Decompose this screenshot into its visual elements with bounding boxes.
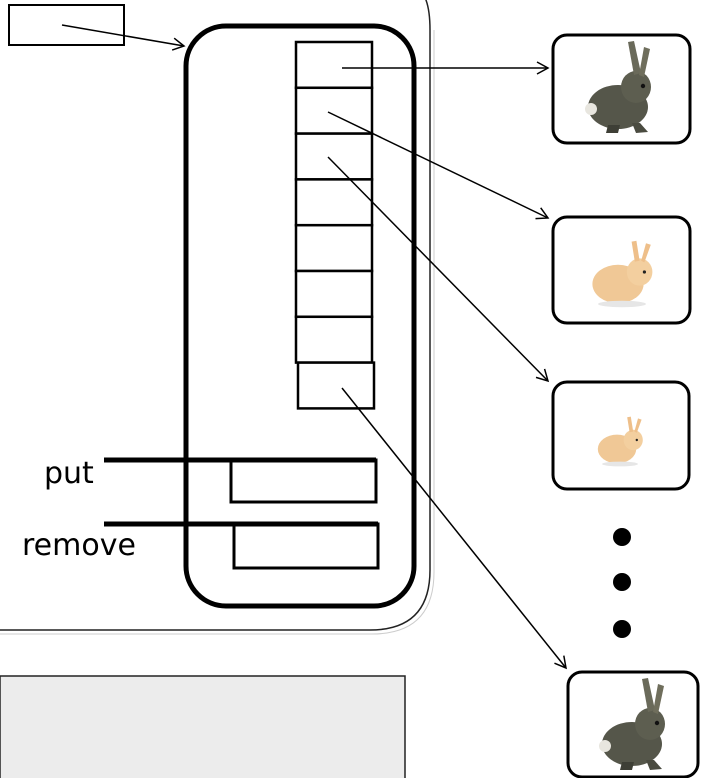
remove-label: remove (22, 528, 136, 563)
item-4 (566, 670, 700, 778)
array-slot (296, 361, 376, 410)
outer-frame (0, 0, 431, 631)
array-slot (294, 132, 374, 181)
item-1 (551, 33, 692, 145)
pointer-arrow-2 (327, 111, 550, 220)
ellipsis-dots (613, 528, 631, 638)
remove-box (232, 522, 380, 570)
array-slot (294, 40, 374, 90)
array-slot (294, 223, 374, 273)
item-2 (551, 215, 692, 325)
reference-box (8, 4, 125, 46)
bag-container (183, 23, 417, 609)
array-slot (294, 315, 374, 364)
put-label: put (44, 456, 94, 491)
put-box (229, 458, 378, 504)
array-slots (294, 40, 376, 410)
pointer-arrow-4 (341, 387, 567, 670)
pointer-arrow-3 (327, 156, 550, 383)
bottom-panel (0, 675, 406, 778)
item-3 (551, 380, 691, 491)
array-slot (294, 269, 374, 319)
array-slot (294, 86, 374, 135)
array-slot (294, 178, 374, 227)
